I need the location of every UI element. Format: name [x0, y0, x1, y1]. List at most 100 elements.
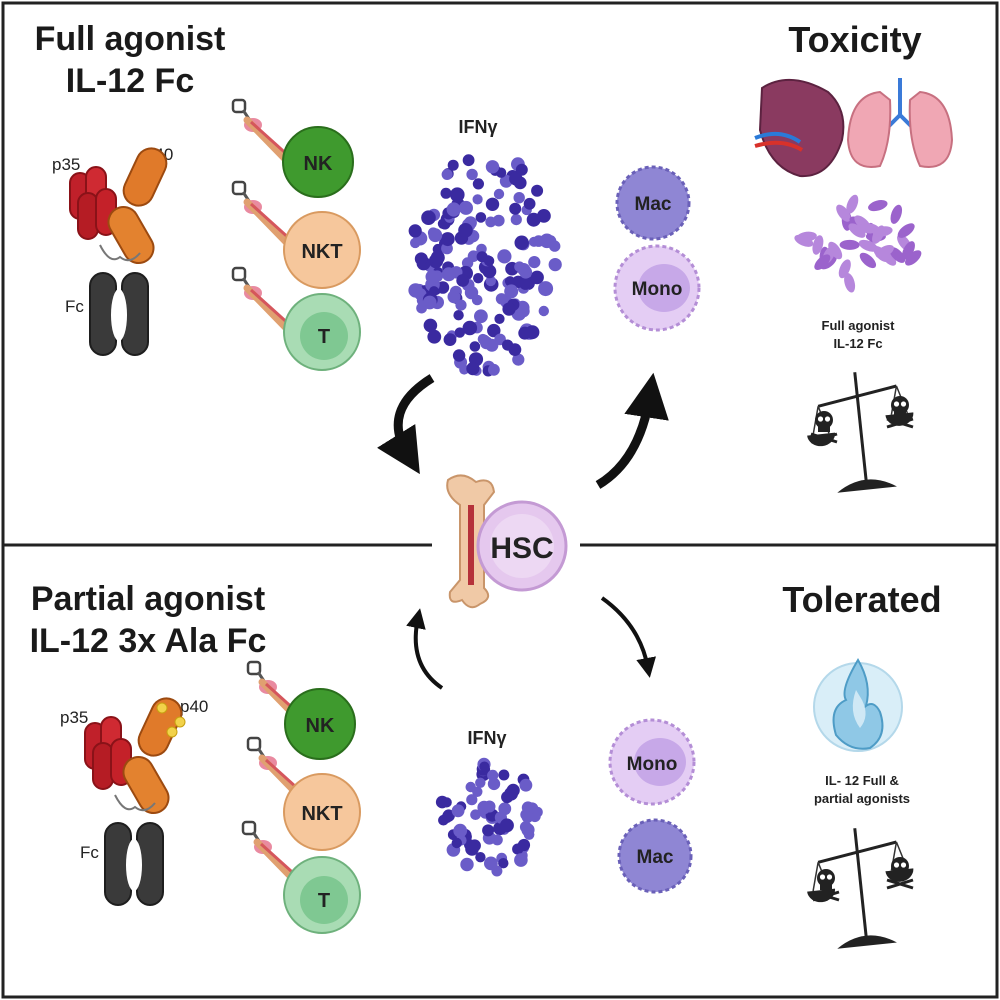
ifng-molecule	[447, 290, 461, 304]
top-title-line2: IL-12 Fc	[66, 62, 194, 100]
bottom-outcome-label: Tolerated	[782, 579, 941, 620]
ifng-molecule	[482, 264, 497, 279]
ifng-molecule	[488, 363, 500, 376]
receptor-icon	[233, 100, 291, 162]
ifng-molecule	[509, 202, 522, 215]
ifng-molecule	[461, 257, 474, 269]
myeloid-rod	[828, 241, 843, 260]
ifng-molecule	[532, 806, 543, 818]
ifng-molecule	[512, 353, 525, 366]
ifng-molecule	[538, 305, 549, 317]
mutation-marks	[156, 702, 186, 738]
ifng-molecule	[437, 218, 449, 229]
myeloid-rod	[848, 223, 866, 238]
ifng-molecule	[462, 154, 475, 167]
myeloid-rod	[858, 239, 878, 252]
ifng-molecule	[414, 252, 428, 266]
top-myeloid-label-mono: Mono	[632, 279, 683, 300]
ifng-molecule	[472, 178, 484, 190]
ifng-molecule	[483, 800, 496, 813]
ifng-molecule	[440, 187, 452, 199]
ifng-molecule	[531, 184, 544, 197]
ifng-molecule	[476, 251, 488, 263]
ifng-molecule	[494, 313, 505, 324]
ifng-molecule	[514, 235, 529, 250]
myeloid-rod	[872, 226, 893, 237]
receptor-icon	[233, 182, 291, 244]
bottom-mac-cell: Mac	[617, 818, 693, 894]
bottom-p35-label: p35	[60, 708, 88, 727]
ifng-molecule	[440, 232, 455, 247]
ifng-molecule	[509, 172, 523, 186]
ifng-molecule	[459, 200, 473, 215]
ifng-molecule	[421, 210, 436, 225]
ifng-molecule	[451, 804, 465, 818]
ifng-molecule	[474, 309, 488, 324]
ifng-molecule	[485, 275, 496, 287]
bottom-balance-scale-icon	[799, 821, 923, 953]
ifng-molecule	[475, 777, 486, 788]
ifng-molecule	[450, 187, 465, 202]
ifng-molecule	[525, 325, 540, 340]
ifng-molecule	[530, 270, 544, 285]
ifng-molecule	[479, 761, 490, 772]
ifng-molecule	[453, 310, 464, 321]
ifng-molecule	[466, 168, 478, 181]
ifng-molecule	[443, 333, 457, 346]
top-fc-label: Fc	[65, 297, 84, 316]
ifng-molecule	[427, 329, 442, 344]
top-antibody-icon	[69, 142, 173, 356]
ifng-molecule	[470, 809, 481, 820]
bottom-t-cell: T	[243, 822, 361, 934]
myeloid-rod	[902, 241, 915, 260]
ifng-molecule	[479, 334, 490, 345]
top-title-line1: Full agonist	[35, 20, 226, 58]
ifng-molecule	[446, 202, 461, 217]
ifng-molecule	[493, 188, 505, 200]
bottom-fc-label: Fc	[80, 843, 99, 862]
bottom-ifng-cloud	[435, 757, 543, 877]
bottom-caption-line1: IL- 12 Full &	[825, 773, 899, 788]
myeloid-rod	[905, 250, 922, 266]
top-caption-line2: IL-12 Fc	[833, 336, 882, 351]
bottom-myeloid-label-mac: Mac	[637, 847, 674, 868]
bottom-title-line2: IL-12 3x Ala Fc	[30, 622, 267, 660]
ifng-molecule	[487, 777, 501, 791]
ifng-molecule	[501, 791, 514, 804]
ifng-molecule	[526, 212, 541, 227]
ifng-molecule	[485, 197, 500, 211]
ifng-molecule	[447, 159, 459, 171]
curved-arrow-icon	[600, 596, 656, 678]
top-cell-label-t: T	[318, 326, 330, 348]
ifng-molecule	[504, 276, 516, 287]
ifng-molecule	[425, 270, 439, 284]
top-outcome-label: Toxicity	[788, 19, 921, 60]
top-myeloid-cluster	[794, 194, 922, 293]
ifng-molecule	[423, 318, 438, 333]
ifng-molecule	[416, 302, 427, 314]
ifng-molecule	[475, 212, 487, 223]
bottom-nkt-cell: NKT	[248, 738, 361, 851]
ifng-molecule	[408, 224, 422, 238]
receptor-icon	[233, 268, 291, 330]
bottom-title-line1: Partial agonist	[31, 580, 265, 618]
myeloid-rod	[836, 204, 851, 222]
bottom-cell-label-nk: NK	[306, 715, 335, 737]
ifng-molecule	[482, 824, 495, 837]
curved-arrow-icon	[595, 372, 669, 489]
myeloid-rod	[875, 244, 894, 258]
myeloid-rod	[859, 252, 877, 269]
ifng-molecule	[515, 163, 528, 176]
myeloid-rod	[897, 223, 915, 238]
myeloid-rod	[844, 273, 856, 293]
curved-arrow-icon	[406, 608, 444, 690]
ifng-molecule	[454, 327, 465, 338]
top-nk-cell: NK	[233, 100, 354, 198]
curved-arrow-icon	[377, 374, 435, 475]
myeloid-rod	[839, 239, 860, 250]
ifng-molecule	[471, 294, 483, 306]
ifng-molecule	[499, 818, 514, 833]
ifng-molecule	[519, 778, 533, 792]
